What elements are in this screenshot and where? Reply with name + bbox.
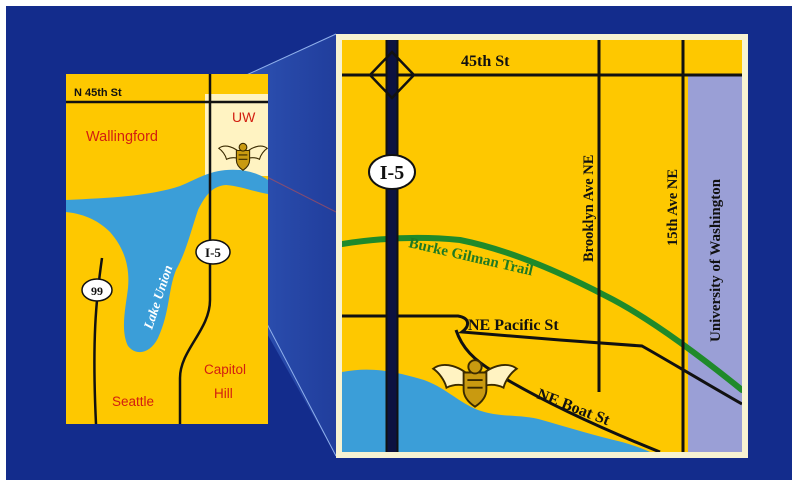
overview-neighborhood-wallingford: Wallingford: [86, 129, 158, 145]
detail-map: I-5 45th St Brooklyn Ave NE 15th Ave NE …: [336, 34, 748, 458]
detail-street-pacific: NE Pacific St: [468, 317, 559, 334]
overview-map: I-5 99 N 45th St Wallingford UW Lake Uni…: [66, 74, 269, 424]
detail-road-boat: [454, 329, 661, 452]
zoom-connector-mid-edge: [264, 175, 337, 213]
zoom-connector-bottom-edge: [264, 319, 337, 457]
overview-area-hill: Hill: [214, 386, 233, 401]
overview-99-label: 99: [91, 284, 103, 298]
overview-i5-label: I-5: [205, 245, 221, 260]
detail-street-15th: 15th Ave NE: [665, 169, 681, 246]
detail-road-pacific: [342, 314, 742, 406]
overview-99-shield: 99: [81, 278, 113, 302]
overview-i5-shield: I-5: [195, 239, 231, 265]
overview-road-i5: [178, 74, 212, 424]
detail-i5-shield: I-5: [368, 154, 416, 190]
overview-street-n45th: N 45th St: [74, 87, 122, 99]
detail-water: [342, 369, 650, 452]
detail-burke-gilman-trail: [342, 234, 742, 393]
overview-city-seattle: Seattle: [112, 394, 154, 409]
detail-campus-label: University of Washington: [708, 178, 724, 342]
overview-road-99: [93, 257, 104, 424]
detail-interchange: [368, 50, 416, 100]
detail-i5-label: I-5: [380, 162, 404, 184]
overview-area-uw: UW: [232, 109, 256, 125]
husky-crest-icon: [217, 142, 269, 171]
overview-lake-union: [66, 169, 268, 353]
overview-area-capitol: Capitol: [204, 362, 246, 377]
detail-street-brooklyn: Brooklyn Ave NE: [581, 155, 597, 262]
husky-crest-icon: [431, 359, 519, 408]
detail-street-45th: 45th St: [461, 53, 510, 70]
